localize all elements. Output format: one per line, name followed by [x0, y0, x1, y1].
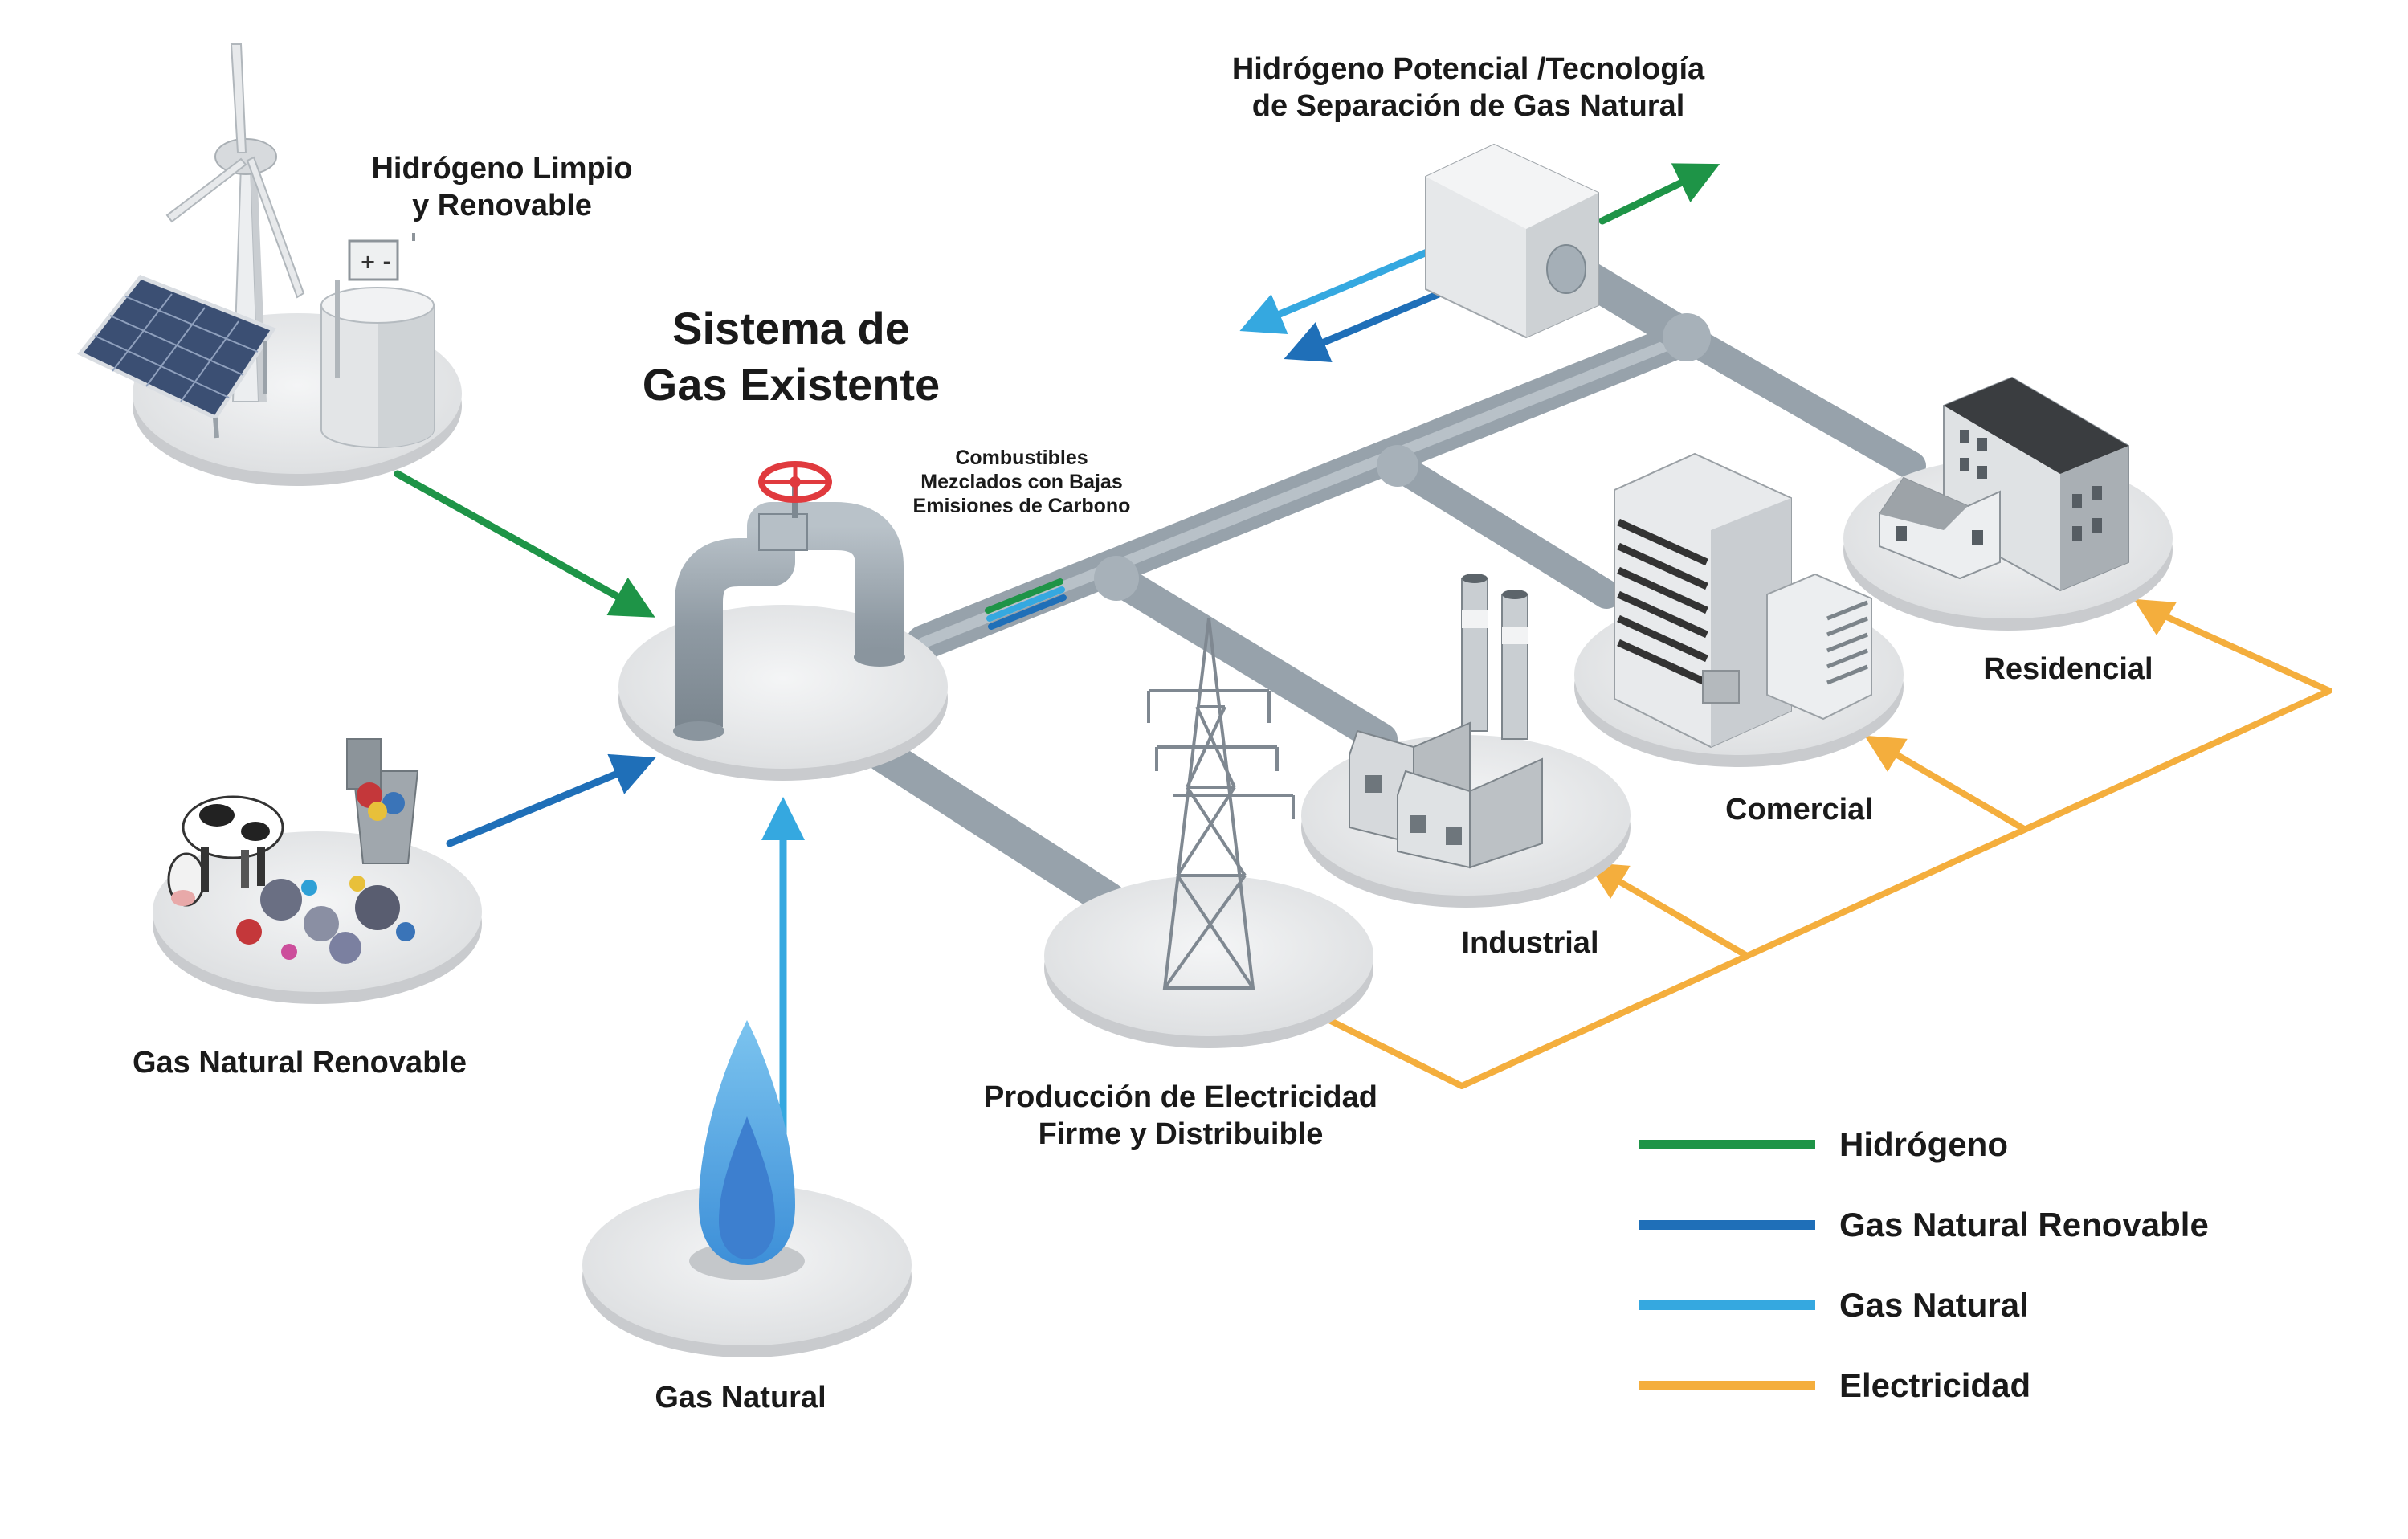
waste-bin-icon	[346, 738, 419, 864]
renewable-gas-arrow-in	[446, 753, 656, 847]
svg-text:+ -: + -	[360, 251, 390, 273]
renewable-gas-label: Gas Natural Renovable	[133, 1046, 467, 1080]
residential-buildings-icon	[1879, 376, 2129, 592]
legend-label: Electricidad	[1839, 1366, 2031, 1404]
legend-label: Hidrógeno	[1839, 1125, 2008, 1163]
natural-gas-label: Gas Natural	[655, 1381, 826, 1414]
separation-unit-icon	[1425, 143, 1599, 339]
wind-turbine-icon	[165, 43, 305, 402]
valve-wheel-icon	[758, 461, 832, 503]
system-title: Sistema de	[672, 303, 910, 353]
electricity-label-line2: Firme y Distribuible	[1039, 1117, 1324, 1151]
commercial-label: Comercial	[1725, 793, 1873, 827]
legend-label: Gas Natural Renovable	[1839, 1206, 2209, 1243]
blended-fuels-label-line3: Emisiones de Carbono	[913, 495, 1131, 517]
hydrogen-clean-label: Hidrógeno Limpio	[371, 152, 632, 186]
blended-fuel-stripes	[985, 578, 1067, 630]
transmission-tower-icon	[1147, 618, 1295, 990]
factory-icon	[1349, 574, 1543, 869]
solar-panel-icon	[77, 274, 276, 439]
flame-icon	[689, 1020, 805, 1280]
hydrogen-potential-label: Hidrógeno Potencial /Tecnología	[1232, 52, 1705, 86]
main-valve-assembly	[673, 482, 905, 741]
system-title-line2: Gas Existente	[643, 359, 940, 410]
legend-swatch	[1639, 1220, 1815, 1230]
waste-bags-icon	[236, 876, 415, 964]
legend-item: Gas Natural	[1639, 1281, 2029, 1329]
electricity-label: Producción de Electricidad	[984, 1080, 1377, 1114]
legend-swatch	[1639, 1381, 1815, 1390]
legend-swatch	[1639, 1140, 1815, 1149]
legend-label: Gas Natural	[1839, 1286, 2029, 1324]
residential-label: Residencial	[1983, 652, 2153, 686]
blended-fuels-label: Combustibles	[955, 447, 1088, 469]
hydrogen-tank-icon: + -	[320, 233, 435, 448]
hydrogen-arrow-in	[394, 470, 655, 618]
legend-item: Hidrógeno	[1639, 1121, 2008, 1169]
legend-item: Gas Natural Renovable	[1639, 1201, 2209, 1249]
blended-fuels-label-line2: Mezclados con Bajas	[920, 471, 1122, 493]
legend-item: Electricidad	[1639, 1361, 2030, 1410]
hydrogen-clean-label-line2: y Renovable	[412, 189, 592, 222]
natural-gas-arrow-out	[1239, 237, 1458, 334]
cow-icon	[167, 795, 284, 907]
hydrogen-arrow-out	[1598, 163, 1720, 225]
hydrogen-potential-label-line2: de Separación de Gas Natural	[1252, 89, 1685, 123]
legend-swatch	[1639, 1300, 1815, 1310]
office-building-icon	[1614, 452, 1872, 749]
industrial-label: Industrial	[1461, 926, 1598, 960]
text-labels: Hidrógeno Limpio y Renovable Hidrógeno P…	[133, 52, 2153, 1414]
